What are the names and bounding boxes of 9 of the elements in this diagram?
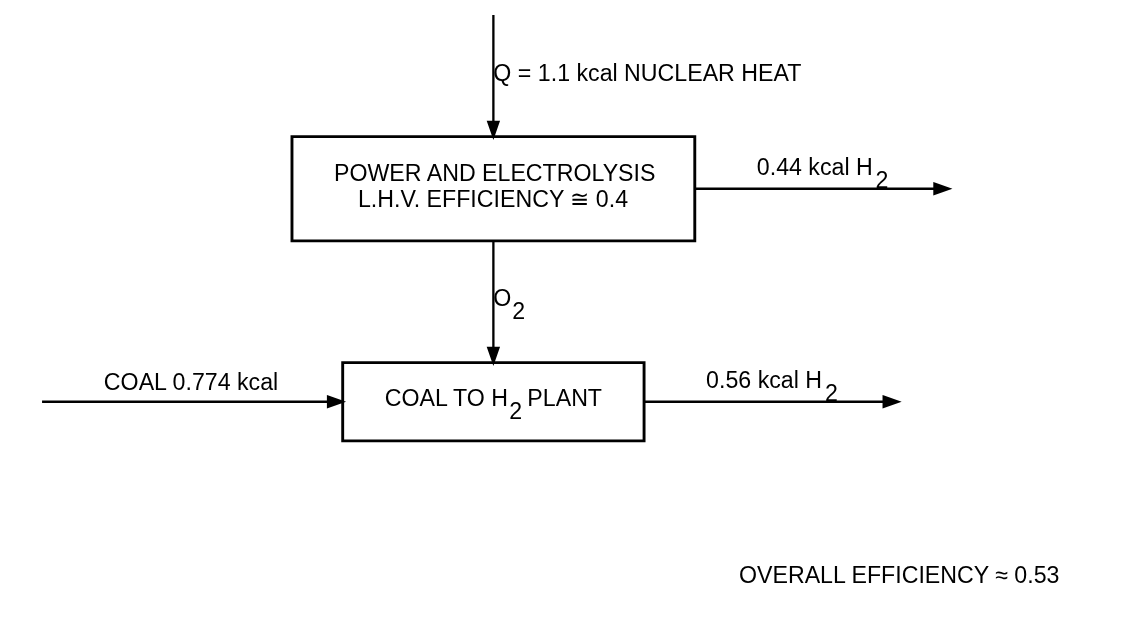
node-box: POWER AND ELECTROLYSIS L.H.V. EFFICIENCY ≅ 0.4 bbox=[290, 135, 697, 243]
arrow bbox=[694, 182, 953, 196]
arrow bbox=[486, 241, 501, 366]
edge-label: Q = 1.1 kcal NUCLEAR HEAT bbox=[493, 60, 802, 87]
edge-label: COAL 0.774 kcal bbox=[103, 368, 279, 395]
label: OVERALL EFFICIENCY ≈ 0.53 bbox=[738, 561, 1060, 588]
arrow bbox=[42, 395, 347, 409]
arrow bbox=[486, 15, 501, 140]
arrow bbox=[644, 395, 902, 409]
